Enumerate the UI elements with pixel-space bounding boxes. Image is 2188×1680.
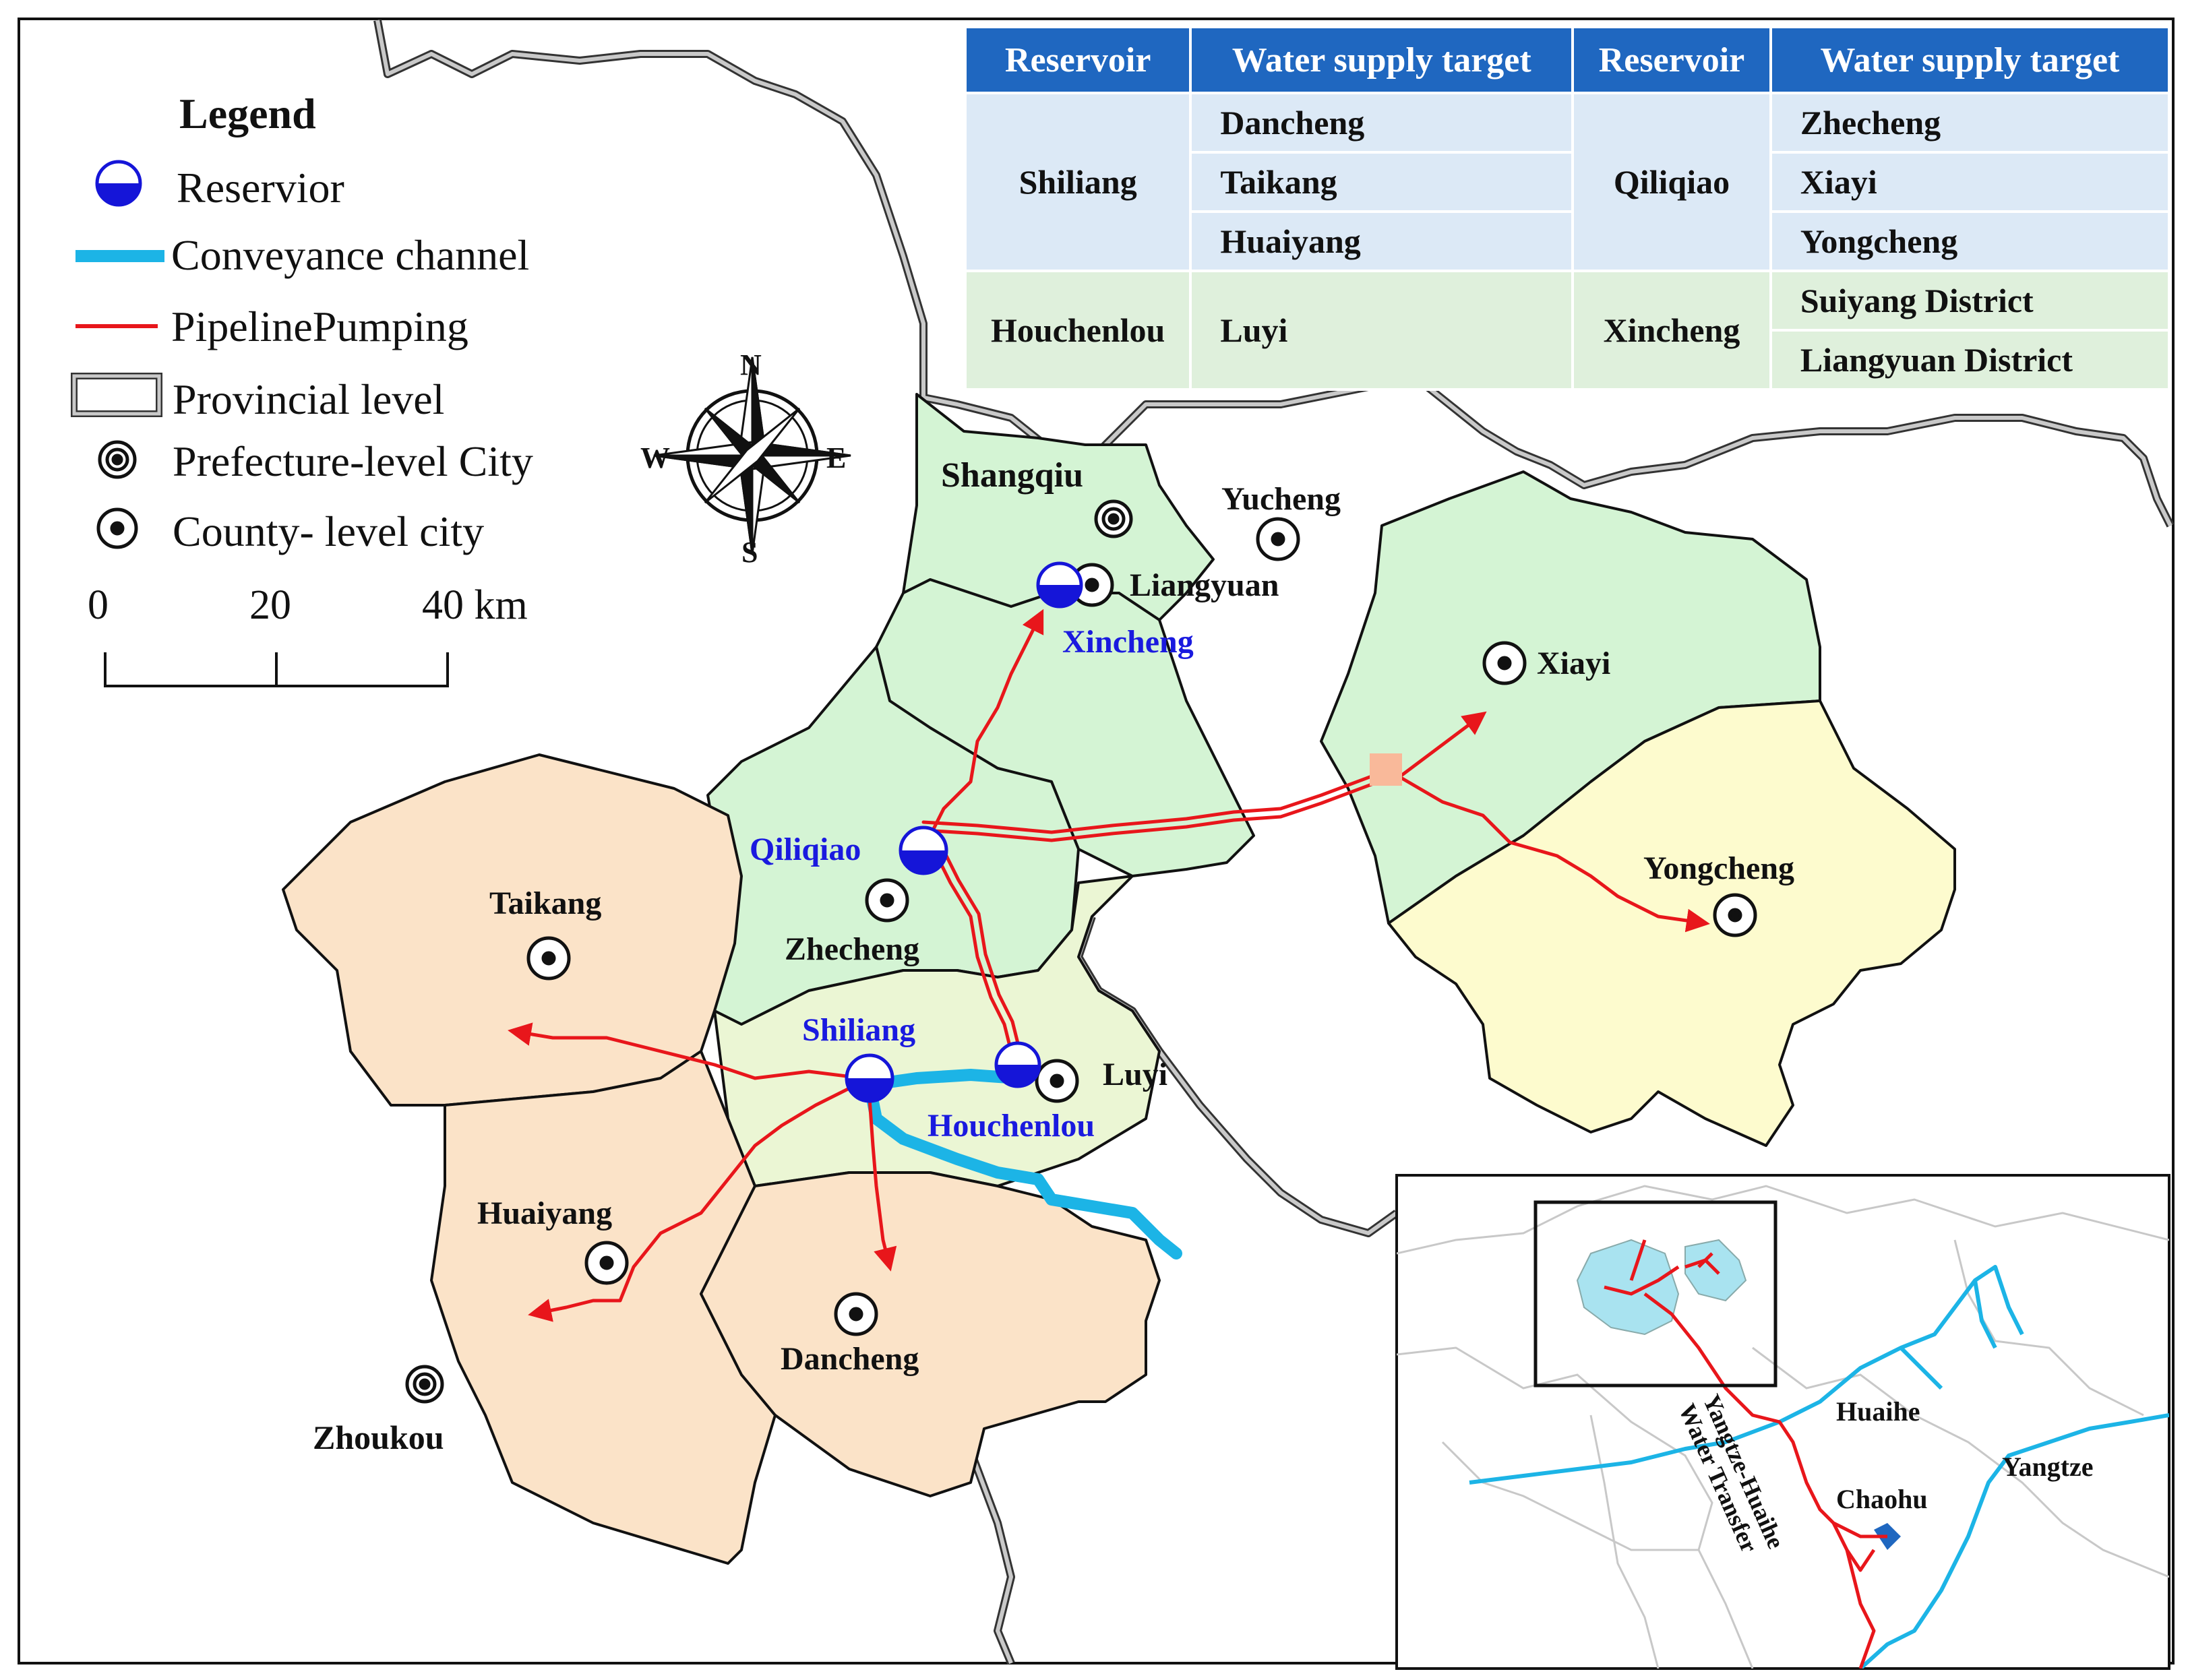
prefecture-city-icon bbox=[98, 440, 137, 479]
inset-map: Huaihe Yangtze Chaohu Yangtze-Huaihe Wat… bbox=[1395, 1174, 2170, 1670]
inset-yangtze: Yangtze bbox=[2002, 1452, 2094, 1482]
region-dancheng bbox=[700, 1171, 1161, 1497]
table-cell-xincheng: Xincheng bbox=[1571, 270, 1772, 391]
table-header-target-1: Water supply target bbox=[1189, 26, 1575, 94]
inset-huaihe: Huaihe bbox=[1836, 1396, 1920, 1427]
prefecture-city-icon-zhoukou bbox=[405, 1365, 444, 1404]
table-cell-houchenlou: Houchenlou bbox=[963, 270, 1192, 391]
compass-s: S bbox=[741, 536, 758, 569]
table-row: Houchenlou Luyi Xincheng Suiyang Distric… bbox=[963, 270, 2171, 391]
county-city-icon-huaiyang bbox=[584, 1241, 629, 1285]
prefecture-city-icon-shangqiu bbox=[1094, 499, 1133, 538]
legend-title: Legend bbox=[179, 90, 316, 137]
table-cell-suiyang: Suiyang District bbox=[1769, 270, 2171, 332]
table-cell-taikang: Taikang bbox=[1189, 151, 1575, 213]
label-houchenlou: Houchenlou bbox=[928, 1108, 1095, 1144]
legend: Legend Reservior Conveyance channel Pipe… bbox=[71, 90, 533, 555]
label-qiliqiao: Qiliqiao bbox=[750, 832, 861, 867]
table-header-target-2: Water supply target bbox=[1769, 26, 2171, 94]
city-markers bbox=[405, 499, 1757, 1404]
region-yongcheng bbox=[1387, 699, 1956, 1147]
table-header-reservoir-2: Reservoir bbox=[1571, 26, 1772, 94]
table-cell-qiliqiao: Qiliqiao bbox=[1571, 92, 1772, 272]
legend-item-pipeline: PipelinePumping bbox=[171, 303, 468, 350]
table-row: Shiliang Dancheng Qiliqiao Zhecheng bbox=[963, 92, 2171, 272]
county-city-icon-xiayi bbox=[1482, 641, 1527, 685]
label-xiayi: Xiayi bbox=[1537, 646, 1610, 681]
label-zhoukou: Zhoukou bbox=[313, 1419, 444, 1456]
county-city-icon-yucheng bbox=[1256, 517, 1300, 561]
scale-bar: 0 20 40 km bbox=[88, 582, 528, 687]
table-cell-huaiyang: Huaiyang bbox=[1189, 210, 1575, 272]
table-cell-shiliang: Shiliang bbox=[963, 92, 1192, 272]
label-luyi: Luyi bbox=[1103, 1057, 1167, 1092]
table-cell-zhecheng: Zhecheng bbox=[1769, 92, 2171, 154]
table-cell-liangyuan: Liangyuan District bbox=[1769, 329, 2171, 391]
compass-w: W bbox=[640, 441, 670, 474]
compass-e: E bbox=[826, 441, 846, 474]
reservoirs bbox=[845, 561, 1083, 1103]
water-supply-table: Reservoir Water supply target Reservoir … bbox=[963, 26, 2171, 391]
reservoir-icon-xincheng bbox=[1036, 561, 1083, 609]
inset-study-area-box bbox=[1533, 1200, 1777, 1388]
county-city-icon-dancheng bbox=[834, 1292, 878, 1336]
county-city-icon-luyi bbox=[1035, 1059, 1079, 1103]
reservoir-icon-qiliqiao bbox=[899, 826, 948, 875]
county-city-icon bbox=[96, 507, 138, 549]
label-liangyuan: Liangyuan bbox=[1130, 567, 1279, 603]
reservoir-icon bbox=[95, 160, 142, 207]
label-yongcheng: Yongcheng bbox=[1643, 850, 1794, 886]
label-dancheng: Dancheng bbox=[781, 1341, 919, 1377]
reservoir-labels: Xincheng Qiliqiao Shiliang Houchenlou bbox=[750, 624, 1194, 1144]
reservoir-icon-shiliang bbox=[845, 1053, 894, 1103]
scale-tick-40: 40 km bbox=[422, 582, 528, 628]
inset-chaohu: Chaohu bbox=[1836, 1484, 1928, 1514]
county-city-icon-zhecheng bbox=[865, 878, 909, 923]
districts bbox=[282, 393, 1956, 1565]
table-row: Taikang Xiayi bbox=[965, 151, 2171, 213]
legend-item-reservoir: Reservior bbox=[177, 164, 344, 212]
table-cell-dancheng: Dancheng bbox=[1189, 92, 1575, 154]
label-huaiyang: Huaiyang bbox=[477, 1195, 612, 1231]
label-taikang: Taikang bbox=[489, 885, 601, 921]
compass-n: N bbox=[740, 348, 762, 381]
table-cell-luyi: Luyi bbox=[1189, 270, 1575, 391]
compass-rose-icon: N S E W bbox=[640, 348, 851, 569]
scale-tick-20: 20 bbox=[249, 582, 291, 628]
legend-item-provincial: Provincial level bbox=[173, 375, 444, 423]
table-header-reservoir-1: Reservoir bbox=[963, 26, 1192, 94]
table-row: Huaiyang Yongcheng bbox=[965, 210, 2171, 272]
label-shangqiu: Shangqiu bbox=[941, 456, 1083, 495]
label-shiliang: Shiliang bbox=[802, 1012, 915, 1048]
table-cell-xiayi: Xiayi bbox=[1769, 151, 2171, 213]
legend-item-prefecture: Prefecture-level City bbox=[173, 437, 533, 485]
pumping-station bbox=[1370, 753, 1402, 786]
label-xincheng: Xincheng bbox=[1062, 624, 1194, 660]
city-labels: Shangqiu Yucheng Liangyuan Xiayi Yongche… bbox=[313, 456, 1794, 1456]
pipelines bbox=[508, 609, 1710, 1322]
provincial-boundary-icon bbox=[71, 373, 162, 417]
scale-tick-0: 0 bbox=[88, 582, 109, 628]
label-zhecheng: Zhecheng bbox=[785, 931, 919, 967]
table-row: Liangyuan District bbox=[965, 329, 2171, 391]
legend-item-county: County- level city bbox=[173, 507, 484, 555]
table-cell-yongcheng: Yongcheng bbox=[1769, 210, 2171, 272]
label-yucheng: Yucheng bbox=[1221, 481, 1341, 517]
county-city-icon-taikang bbox=[526, 936, 571, 981]
county-city-icon-yongcheng bbox=[1713, 893, 1757, 937]
legend-item-channel: Conveyance channel bbox=[171, 231, 529, 279]
reservoir-icon-houchenlou bbox=[994, 1041, 1041, 1088]
